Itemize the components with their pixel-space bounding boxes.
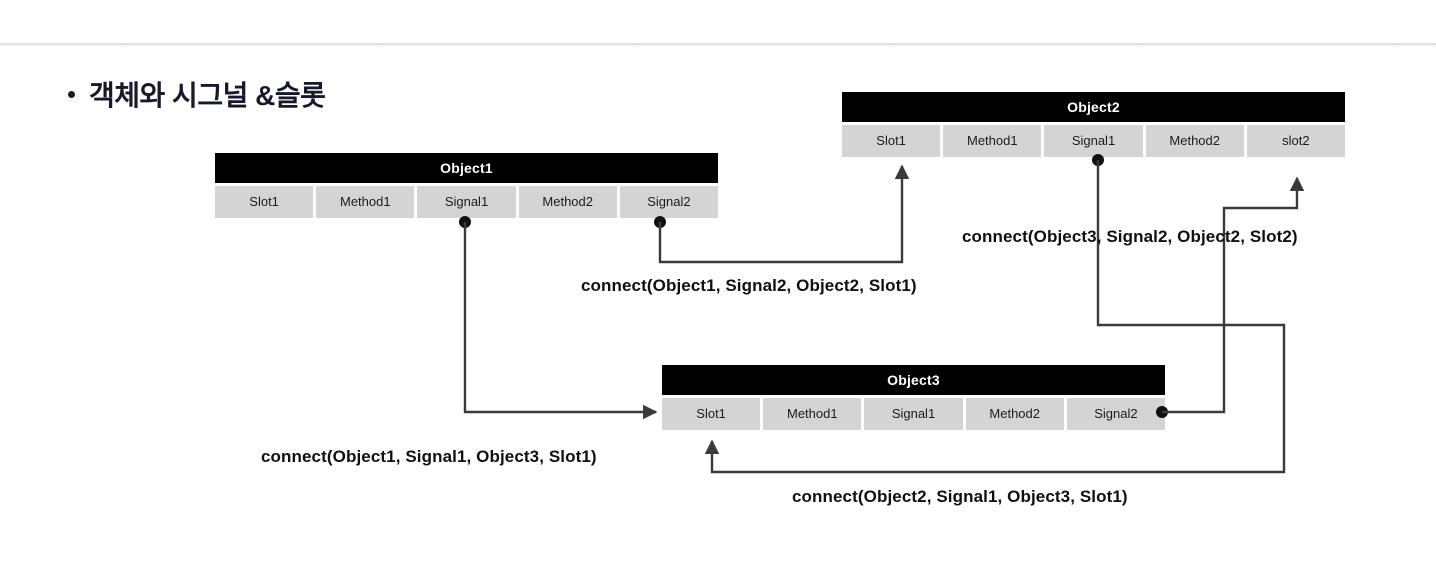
caption-connect-object3-signal2-object2-slot2: connect(Object3, Signal2, Object2, Slot2…: [962, 227, 1298, 246]
bullet-point-icon: [68, 90, 75, 98]
object3-cell-method2[interactable]: Method2: [965, 398, 1064, 430]
caption-connect-object1-signal2-object2-slot1: connect(Object1, Signal2, Object2, Slot1…: [581, 276, 917, 295]
caption-connect-object2-signal1-object3-slot1: connect(Object2, Signal1, Object3, Slot1…: [792, 487, 1128, 506]
object3-members: Slot1 Method1 Signal1 Method2 Signal2: [662, 398, 1166, 430]
slide-title-row: 객체와 시그널 &슬롯: [68, 74, 326, 114]
object1-cell-method1[interactable]: Method1: [316, 186, 415, 218]
object3-cell-slot1[interactable]: Slot1: [662, 398, 761, 430]
object3-cell-method1[interactable]: Method1: [763, 398, 862, 430]
object1-members: Slot1 Method1 Signal1 Method2 Signal2: [215, 186, 719, 218]
object1-cell-signal1[interactable]: Signal1: [417, 186, 516, 218]
wire-object3-signal2-to-object2-slot2: [1156, 176, 1305, 418]
object2-cell-slot2[interactable]: slot2: [1246, 125, 1346, 157]
caption-connect-object1-signal1-object3-slot1: connect(Object1, Signal1, Object3, Slot1…: [261, 447, 597, 466]
object1-cell-signal2[interactable]: Signal2: [619, 186, 719, 218]
object3-title: Object3: [662, 365, 1165, 395]
object2-cell-method2[interactable]: Method2: [1145, 125, 1244, 157]
header-divider: [0, 43, 1436, 45]
object1-title: Object1: [215, 153, 718, 183]
object3-cell-signal2[interactable]: Signal2: [1066, 398, 1166, 430]
object1-table: Object1 Slot1 Method1 Signal1 Method2 Si…: [215, 153, 719, 218]
object2-cell-method1[interactable]: Method1: [943, 125, 1042, 157]
object3-cell-signal1[interactable]: Signal1: [864, 398, 963, 430]
page-title: 객체와 시그널 &슬롯: [89, 80, 326, 111]
wire-object1-signal1-to-object3-slot1: [459, 216, 658, 420]
object2-cell-slot1[interactable]: Slot1: [842, 125, 941, 157]
object1-cell-slot1[interactable]: Slot1: [215, 186, 314, 218]
object3-table: Object3 Slot1 Method1 Signal1 Method2 Si…: [662, 365, 1166, 430]
object1-cell-method2[interactable]: Method2: [518, 186, 617, 218]
object2-table: Object2 Slot1 Method1 Signal1 Method2 sl…: [842, 92, 1346, 157]
object2-title: Object2: [842, 92, 1345, 122]
object2-cell-signal1[interactable]: Signal1: [1044, 125, 1143, 157]
header-divider-shadow: [0, 45, 1436, 48]
object2-members: Slot1 Method1 Signal1 Method2 slot2: [842, 125, 1346, 157]
